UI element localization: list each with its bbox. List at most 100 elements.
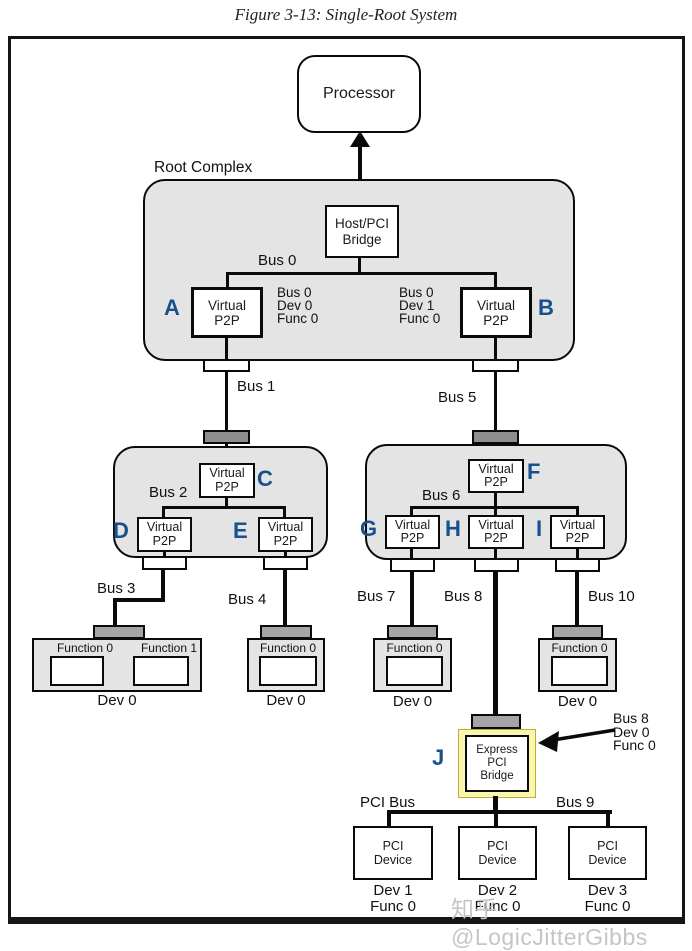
pci-device-1-dev-label: Dev 1 Func 0: [370, 882, 416, 915]
switch-left-egress-port-d: [142, 556, 187, 570]
express-bridge-letter: J: [432, 745, 445, 770]
endpoint-dual-connector: [93, 625, 145, 639]
switch-right-ingress-port: [472, 430, 519, 444]
processor-label: Processor: [322, 85, 396, 102]
bridge-e-box: Virtual P2P: [258, 517, 313, 552]
switch-left-ingress-port: [203, 430, 250, 444]
i-port-stub: [576, 548, 579, 558]
pci-device-box-2: PCI Device: [458, 826, 537, 880]
bus8-label: Bus 8: [444, 588, 483, 605]
bridge-c-letter: C: [257, 466, 273, 491]
bus6-stub-f: [494, 493, 497, 517]
bridge-b-id: Bus 0 Dev 1 Func 0: [399, 285, 441, 326]
link-b-line: [494, 338, 497, 462]
bridge-a-box: Virtual P2P: [191, 287, 263, 338]
endpoint-bus4-box: Function 0: [247, 638, 325, 692]
bus2-stub-c: [225, 498, 228, 509]
function0-label: Function 0: [259, 641, 317, 655]
pci-device-2-dev-label: Dev 2 Func 0: [474, 882, 521, 915]
endpoint-bus4-dev-label: Dev 0: [266, 692, 306, 709]
bridge-g-box: Virtual P2P: [385, 515, 440, 549]
bridge-d-letter: D: [113, 518, 129, 543]
figure-title: Figure 3-13: Single-Root System: [234, 5, 458, 24]
annotation-arrow-icon: [538, 728, 616, 752]
bus2-label: Bus 2: [149, 484, 188, 501]
pci-device-3-dev-label: Dev 3 Func 0: [584, 882, 631, 915]
pci-bus-drop-2: [494, 810, 498, 827]
bridge-h-box: Virtual P2P: [468, 515, 524, 549]
bus4-line: [283, 570, 287, 626]
d-port-stub: [163, 550, 166, 558]
root-port-left: [203, 359, 250, 372]
bridge-g-letter: G: [360, 516, 378, 541]
switch-right-egress-port-g: [390, 558, 435, 572]
bridge-c-box: Virtual P2P: [199, 463, 255, 498]
bus3-line-h: [113, 598, 165, 602]
watermark-text: 知乎 @LogicJitterGibbs: [451, 896, 648, 950]
processor-box: Processor: [297, 55, 421, 133]
bridge-f-letter: F: [527, 459, 541, 484]
bus7-line: [410, 572, 414, 626]
function0-box: [50, 656, 104, 686]
bus6-label: Bus 6: [422, 487, 461, 504]
bus8-line: [493, 572, 498, 715]
bridge-e-letter: E: [233, 518, 248, 543]
bus10-label: Bus 10: [588, 588, 635, 605]
express-bridge-box: Express PCI Bridge: [465, 735, 529, 792]
bridge-b-letter: B: [538, 295, 554, 320]
bridge-a-id: Bus 0 Dev 0 Func 0: [277, 285, 319, 326]
g-port-stub: [410, 548, 413, 558]
bus1-label: Bus 1: [237, 378, 276, 395]
processor-link-line: [358, 144, 362, 196]
bus2-drop-d: [162, 506, 165, 519]
function0-box: [386, 656, 443, 686]
bus9-label: Bus 9: [556, 794, 595, 811]
bridge-h-letter: H: [445, 516, 461, 541]
function0-label: Function 0: [551, 641, 608, 655]
endpoint-bus7-box: Function 0: [373, 638, 452, 692]
bridge-d-box: Virtual P2P: [137, 517, 192, 552]
endpoint-bus7-connector: [387, 625, 438, 639]
host-pci-bridge-box: Host/PCI Bridge: [325, 205, 399, 258]
arrow-up-icon: [350, 131, 370, 147]
bridge-f-box: Virtual P2P: [468, 459, 524, 493]
bus4-label: Bus 4: [228, 591, 267, 608]
pci-bus-drop-1: [387, 810, 391, 827]
host-bridge-stub: [358, 257, 361, 274]
endpoint-bus10-dev-label: Dev 0: [557, 693, 598, 710]
function1-box: [133, 656, 189, 686]
endpoint-dual-box: Function 0 Function 1: [32, 638, 202, 692]
endpoint-bus7-dev-label: Dev 0: [392, 693, 433, 710]
function0-box: [551, 656, 608, 686]
pci-bus-drop-3: [606, 810, 610, 827]
bus6-line: [410, 506, 579, 509]
e-port-stub: [284, 550, 287, 558]
bridge-i-letter: I: [536, 516, 543, 541]
switch-right-egress-port-i: [555, 558, 600, 572]
bus2-line: [162, 506, 286, 509]
pci-bus-label: PCI Bus: [360, 794, 416, 811]
bus6-drop-i: [576, 506, 579, 517]
root-port-right: [472, 359, 519, 372]
switch-left-egress-port-e: [263, 556, 308, 570]
pci-device-box-3: PCI Device: [568, 826, 647, 880]
function0-box: [259, 656, 317, 686]
pci-device-box-1: PCI Device: [353, 826, 433, 880]
endpoint-bus10-connector: [552, 625, 603, 639]
h-port-stub: [494, 548, 497, 558]
express-bridge-connector: [471, 714, 521, 729]
bus2-drop-e: [283, 506, 286, 519]
express-bridge-annotation: Bus 8 Dev 0 Func 0: [613, 710, 656, 753]
switch-right-egress-port-h: [474, 558, 519, 572]
bus3-label: Bus 3: [97, 580, 136, 597]
figure-frame: [8, 36, 685, 924]
bus0-drop-left: [226, 272, 229, 289]
root-complex-label: Root Complex: [154, 159, 253, 176]
bus3-line-v2: [113, 598, 117, 626]
bus5-label: Bus 5: [438, 389, 477, 406]
bus0-line: [226, 272, 497, 275]
function0-label: Function 0: [56, 641, 114, 655]
bus3-line-v1: [161, 570, 165, 602]
bridge-a-letter: A: [164, 295, 180, 320]
endpoint-bus4-connector: [260, 625, 312, 639]
